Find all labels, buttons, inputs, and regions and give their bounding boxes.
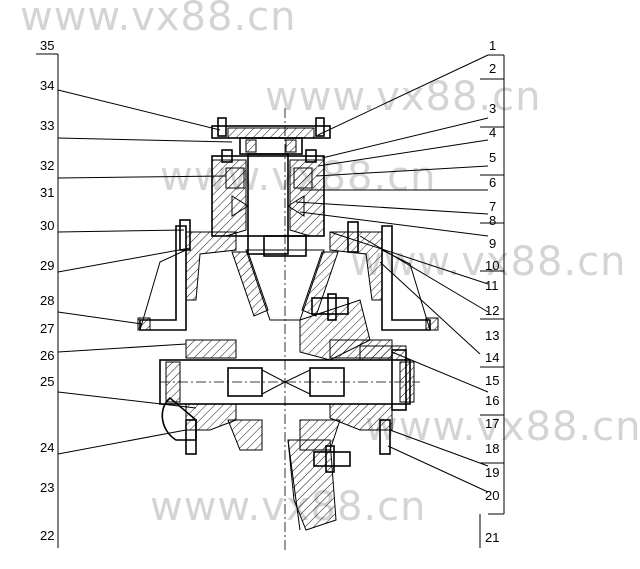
right-leaders (295, 54, 504, 515)
part-label: 4 (489, 125, 496, 140)
part-label: 12 (485, 303, 499, 318)
top-cap (211, 117, 331, 155)
part-label: 6 (489, 175, 496, 190)
watermark: www.vx88.cn (365, 404, 640, 450)
part-label: 15 (485, 373, 499, 388)
part-label: 1 (489, 38, 496, 53)
part-label: 14 (485, 350, 499, 365)
drawing-body (137, 108, 439, 550)
part-label: 31 (40, 185, 54, 200)
part-label: 11 (485, 278, 499, 293)
part-label: 13 (485, 328, 499, 343)
part-label: 24 (40, 440, 54, 455)
left-leaders (36, 53, 233, 548)
part-label: 7 (489, 199, 496, 214)
left-part-labels: 35 34 33 32 31 30 29 28 27 26 25 24 23 2… (40, 38, 54, 543)
horizontal-shaft (159, 339, 415, 411)
part-label: 9 (489, 236, 496, 251)
right-part-labels: 1 2 3 4 5 6 7 8 9 10 11 12 13 14 15 16 1… (485, 38, 499, 545)
middle-housing (137, 219, 439, 331)
part-label: 32 (40, 158, 54, 173)
part-label: 21 (485, 530, 499, 545)
part-label: 22 (40, 528, 54, 543)
lower-housing (161, 396, 393, 455)
part-label: 35 (40, 38, 54, 53)
part-label: 27 (40, 321, 54, 336)
part-label: 25 (40, 374, 54, 389)
lower-bevel-gear (287, 439, 351, 531)
part-label: 29 (40, 258, 54, 273)
part-label: 26 (40, 348, 54, 363)
right-label-frames (479, 55, 505, 548)
part-label: 33 (40, 118, 54, 133)
part-label: 34 (40, 78, 54, 93)
upper-housing (211, 149, 325, 255)
part-label: 19 (485, 465, 499, 480)
part-label: 16 (485, 393, 499, 408)
part-label: 28 (40, 293, 54, 308)
part-label: 10 (485, 258, 499, 273)
part-label: 17 (485, 416, 499, 431)
part-label: 2 (489, 61, 496, 76)
watermark: www.vx88.cn (265, 74, 542, 120)
part-label: 3 (489, 101, 496, 116)
part-label: 5 (489, 150, 496, 165)
part-label: 18 (485, 441, 499, 456)
watermark-layer: www.vx88.cn www.vx88.cn www.vx88.cn www.… (20, 0, 640, 530)
part-label: 30 (40, 218, 54, 233)
watermark: www.vx88.cn (350, 239, 627, 285)
watermark: www.vx88.cn (150, 484, 427, 530)
part-label: 23 (40, 480, 54, 495)
part-label: 8 (489, 213, 496, 228)
part-label: 20 (485, 488, 499, 503)
watermark: www.vx88.cn (20, 0, 297, 40)
